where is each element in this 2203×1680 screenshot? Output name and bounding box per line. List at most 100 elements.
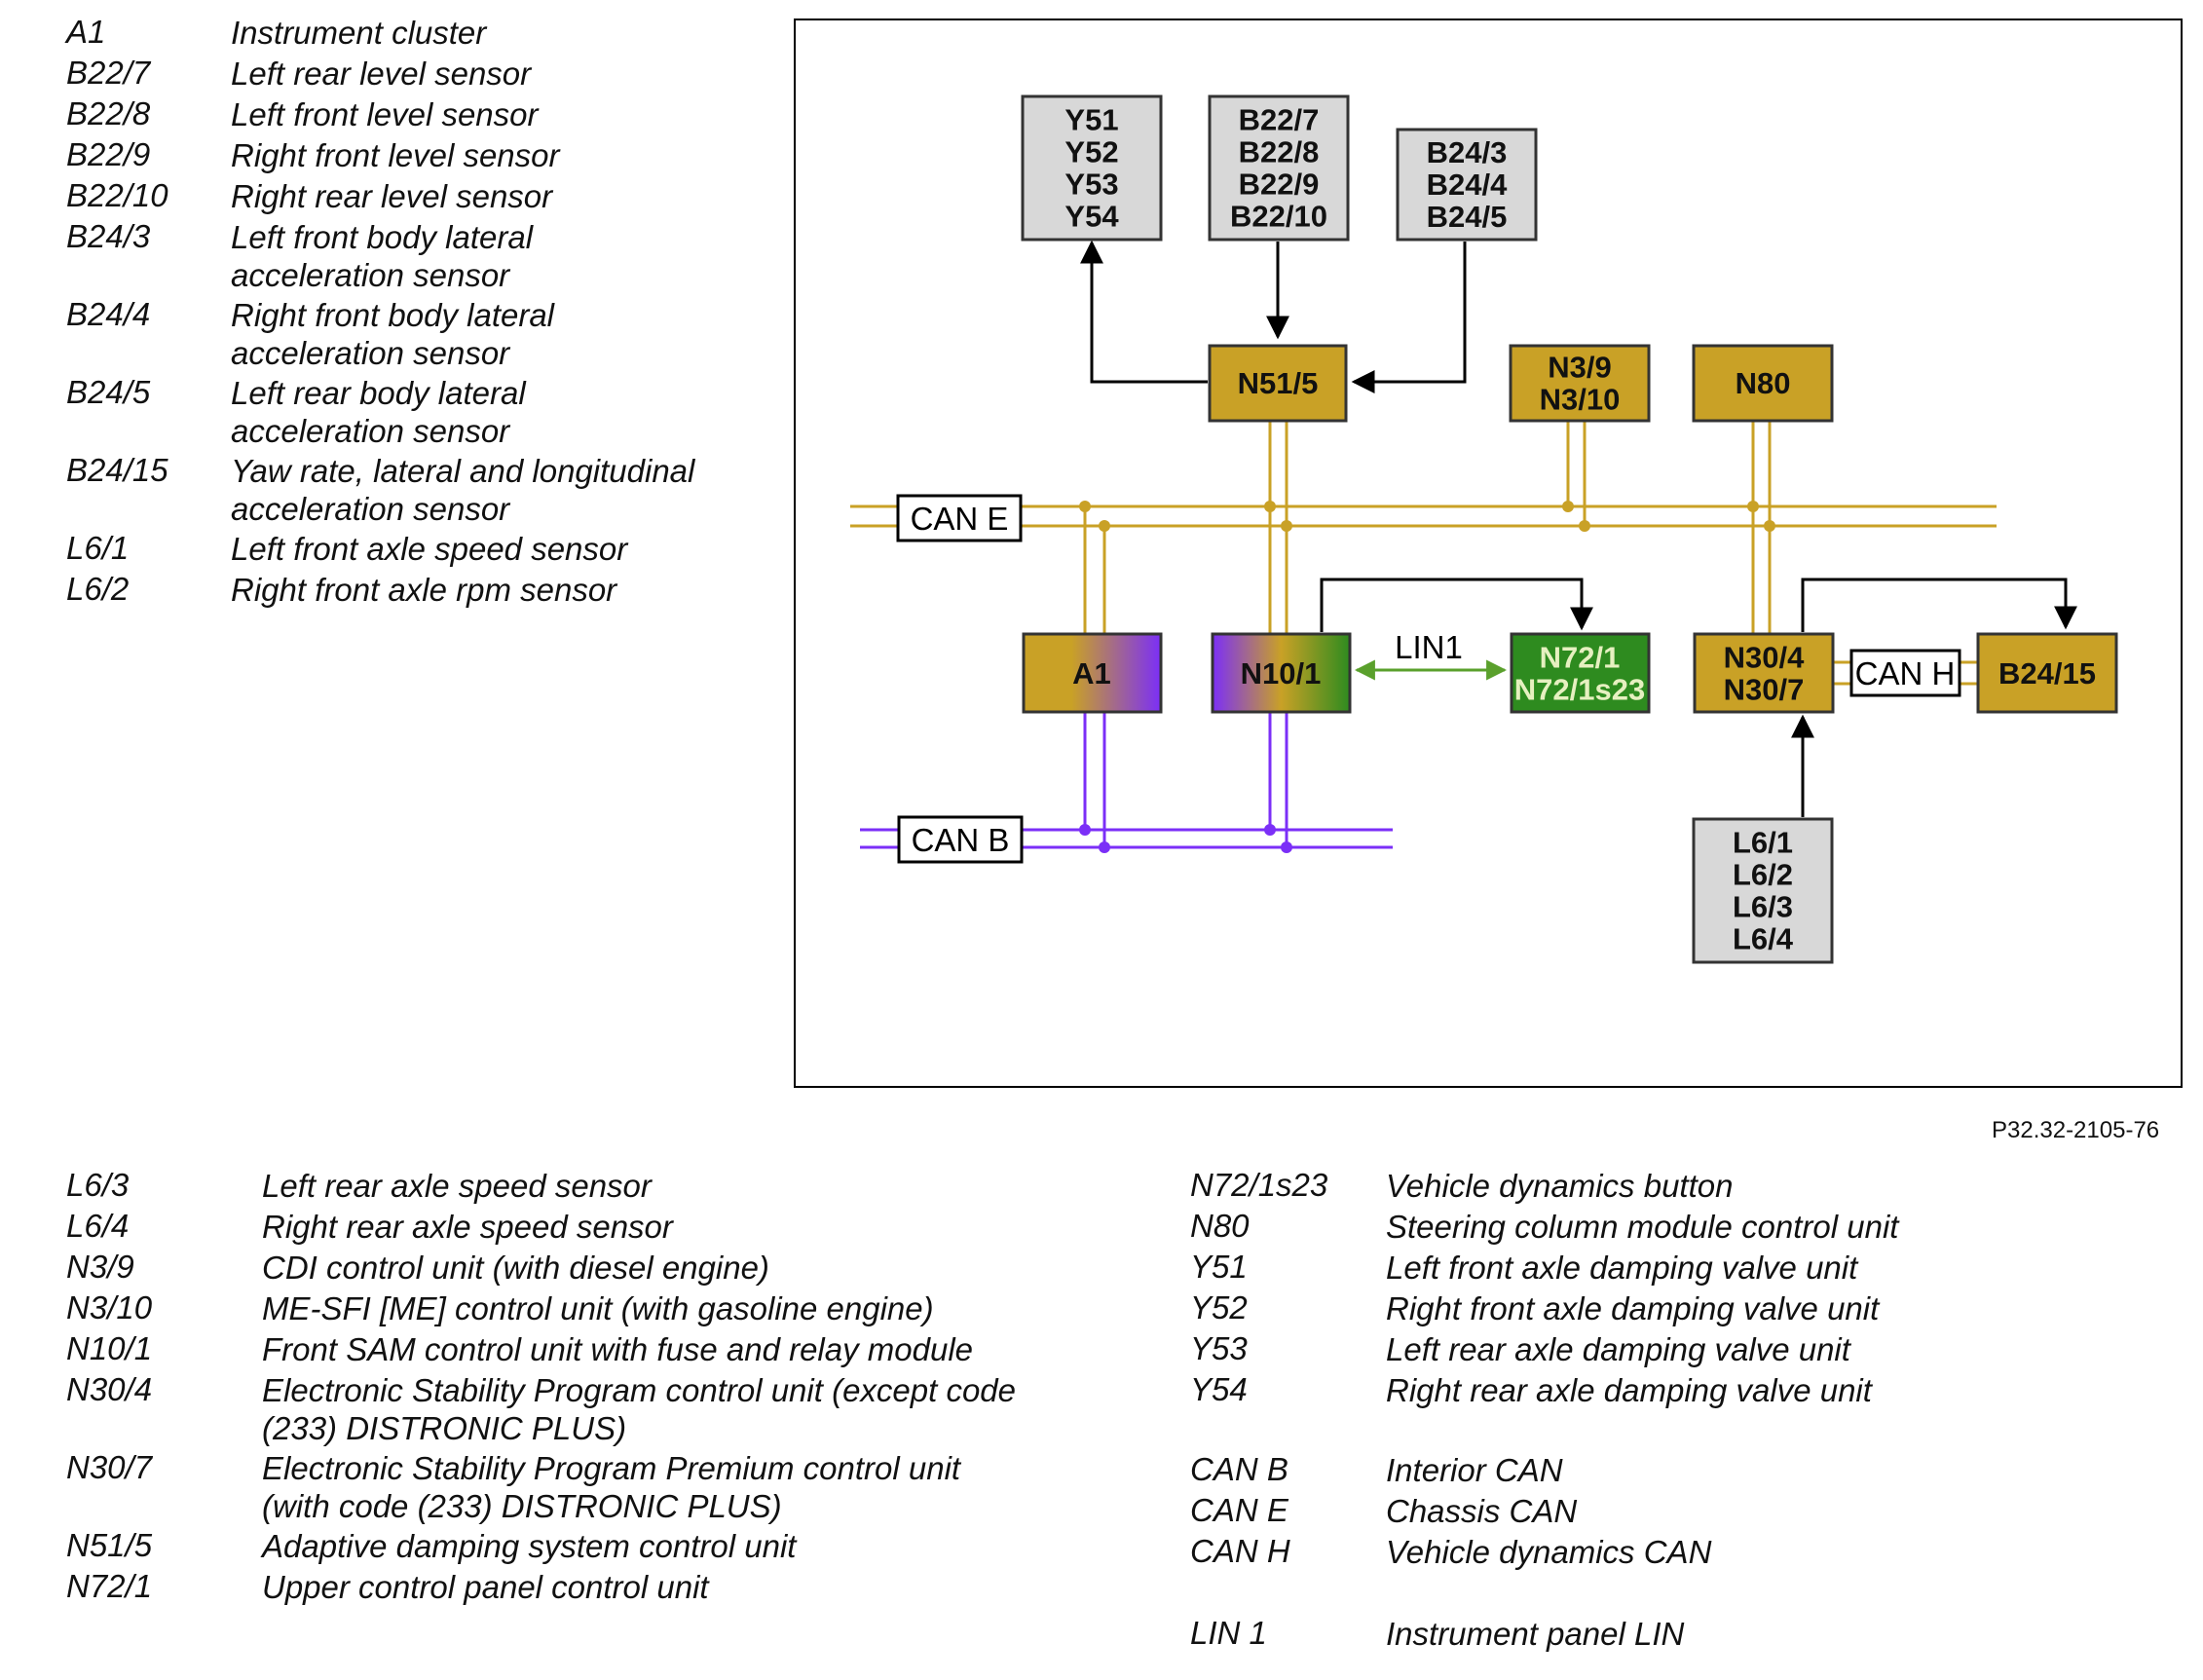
junction-dots bbox=[1079, 501, 1775, 853]
legend-description: Left rear axle damping valve unit bbox=[1386, 1331, 1850, 1367]
box-label-line: L6/3 bbox=[1733, 890, 1793, 924]
can-h-label: CAN H bbox=[1855, 655, 1956, 691]
legend-description: Left front axle speed sensor bbox=[231, 531, 628, 567]
box-label-line: B22/10 bbox=[1230, 200, 1327, 234]
box-label-line: Y51 bbox=[1064, 103, 1118, 137]
legend-code: N51/5 bbox=[66, 1527, 153, 1563]
legend-description: Instrument panel LIN bbox=[1386, 1616, 1685, 1652]
legend-code: L6/3 bbox=[66, 1167, 130, 1203]
n10-1-label: N10/1 bbox=[1241, 656, 1322, 691]
legend-description: acceleration sensor bbox=[231, 413, 510, 449]
legend-description: Front SAM control unit with fuse and rel… bbox=[262, 1331, 974, 1367]
n51-5-box: N51/5 bbox=[1208, 344, 1348, 423]
lin1-label: LIN1 bbox=[1395, 629, 1463, 665]
box-label-line: B24/5 bbox=[1427, 200, 1508, 234]
legend-code: B24/5 bbox=[66, 374, 151, 410]
legend-description: (with code (233) DISTRONIC PLUS) bbox=[262, 1488, 782, 1524]
legend-description: Instrument cluster bbox=[231, 15, 487, 51]
legend-description: Interior CAN bbox=[1386, 1452, 1563, 1488]
yaw-sensor-label: B24/15 bbox=[1998, 656, 2096, 691]
box-label-line: N10/1 bbox=[1241, 656, 1322, 691]
legend-code: Y51 bbox=[1190, 1249, 1248, 1285]
legend-description: Adaptive damping system control unit bbox=[262, 1528, 797, 1564]
legend-description: Left front axle damping valve unit bbox=[1386, 1250, 1858, 1286]
legend-code: B22/7 bbox=[66, 55, 151, 91]
legend-code: N3/9 bbox=[66, 1249, 134, 1285]
legend-code: Y52 bbox=[1190, 1289, 1248, 1325]
legend-description: acceleration sensor bbox=[231, 257, 510, 293]
legend-description: acceleration sensor bbox=[231, 491, 510, 527]
legend-description: Left front body lateral bbox=[231, 219, 534, 255]
legend-code: N80 bbox=[1190, 1208, 1250, 1244]
can-e-bus bbox=[850, 504, 1997, 528]
can-b-label: CAN B bbox=[912, 822, 1010, 858]
box-label-line: L6/2 bbox=[1733, 858, 1793, 892]
box-label-line: N72/1 bbox=[1540, 641, 1621, 675]
legend-description: Right front axle damping valve unit bbox=[1386, 1290, 1880, 1326]
box-label-line: N51/5 bbox=[1238, 366, 1319, 400]
legend-description: Vehicle dynamics CAN bbox=[1386, 1534, 1712, 1570]
box-label-line: N30/4 bbox=[1724, 641, 1805, 675]
box-label-line: B24/4 bbox=[1427, 168, 1508, 202]
box-label-line: Y53 bbox=[1064, 168, 1118, 202]
legend-code: B24/3 bbox=[66, 218, 151, 254]
n10-1-box: N10/1 bbox=[1211, 632, 1352, 714]
can-e-label: CAN E bbox=[911, 501, 1009, 537]
legend-code: A1 bbox=[66, 14, 106, 50]
legend-code: N3/10 bbox=[66, 1289, 153, 1325]
legend-description: Electronic Stability Program Premium con… bbox=[262, 1450, 961, 1486]
legend-description: Left rear level sensor bbox=[231, 56, 532, 92]
legend-code: N72/1 bbox=[66, 1568, 153, 1604]
legend-description: Right front body lateral bbox=[231, 297, 555, 333]
box-label-line: N80 bbox=[1736, 366, 1791, 400]
can-h-wires bbox=[1833, 660, 1978, 686]
legend-code: Y54 bbox=[1190, 1371, 1248, 1407]
legend-code: Y53 bbox=[1190, 1330, 1248, 1366]
legend-description: Right front level sensor bbox=[231, 137, 560, 173]
legend-code: L6/2 bbox=[66, 571, 130, 607]
legend-description: Right front axle rpm sensor bbox=[231, 572, 617, 608]
legend-description: Right rear axle speed sensor bbox=[262, 1209, 673, 1245]
legend-description: Right rear axle damping valve unit bbox=[1386, 1372, 1872, 1408]
legend-description: Electronic Stability Program control uni… bbox=[262, 1372, 1017, 1408]
legend-description: Right rear level sensor bbox=[231, 178, 553, 214]
legend-code: LIN 1 bbox=[1190, 1615, 1267, 1651]
legend-code: N10/1 bbox=[66, 1330, 153, 1366]
legend-code: N30/4 bbox=[66, 1371, 153, 1407]
legend-description: Steering column module control unit bbox=[1386, 1209, 1899, 1245]
box-label-line: N3/9 bbox=[1548, 351, 1611, 385]
legend-description: Upper control panel control unit bbox=[262, 1569, 709, 1605]
legend-description: Left rear axle speed sensor bbox=[262, 1168, 652, 1204]
a1-label: A1 bbox=[1072, 656, 1111, 691]
legend-code: B22/10 bbox=[66, 177, 168, 213]
n80-box: N80 bbox=[1692, 344, 1834, 423]
box-label-line: L6/1 bbox=[1733, 826, 1793, 860]
box-label-line: B24/15 bbox=[1998, 656, 2096, 691]
box-label-line: Y52 bbox=[1064, 135, 1118, 169]
legend-description: acceleration sensor bbox=[231, 335, 510, 371]
legend-code: CAN H bbox=[1190, 1533, 1290, 1569]
legend-description: Left front level sensor bbox=[231, 96, 539, 132]
box-label-line: B22/8 bbox=[1239, 135, 1320, 169]
box-label-line: N30/7 bbox=[1724, 673, 1805, 707]
legend-description: Vehicle dynamics button bbox=[1386, 1168, 1734, 1204]
can-h-label-box: CAN H bbox=[1849, 649, 1961, 697]
purple-drops bbox=[1083, 712, 1288, 847]
legend-description: Yaw rate, lateral and longitudinal bbox=[231, 453, 695, 489]
legend-description: ME-SFI [ME] control unit (with gasoline … bbox=[262, 1290, 934, 1326]
signal-arrows bbox=[1080, 240, 2077, 817]
legend-code: N72/1s23 bbox=[1190, 1167, 1328, 1203]
legend-code: CAN E bbox=[1190, 1492, 1288, 1528]
box-label-line: L6/4 bbox=[1733, 922, 1794, 956]
box-label-line: N72/1s23 bbox=[1514, 673, 1645, 707]
